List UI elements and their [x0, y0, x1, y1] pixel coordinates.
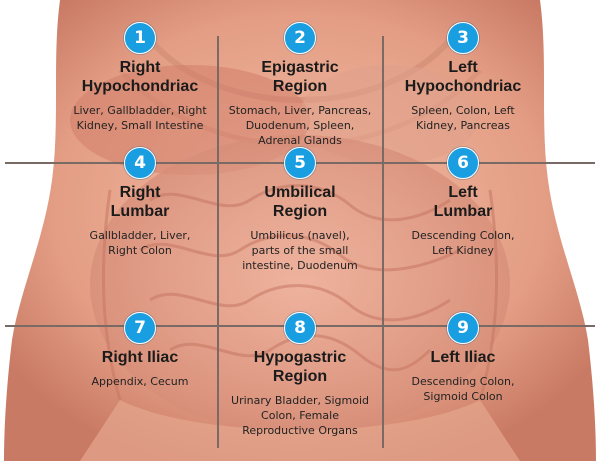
region-number-badge: 9: [447, 312, 479, 344]
region-right-hypochondriac: 1 Right Hypochondriac Liver, Gallbladder…: [45, 22, 235, 133]
region-organs: Stomach, Liver, Pancreas, Duodenum, Sple…: [228, 104, 372, 147]
region-epigastric: 2 Epigastric Region Stomach, Liver, Panc…: [205, 22, 395, 148]
region-number-badge: 3: [447, 22, 479, 54]
region-organs: Appendix, Cecum: [91, 375, 189, 388]
region-number-badge: 6: [447, 147, 479, 179]
region-name: Right Iliac: [101, 349, 179, 366]
region-left-hypochondriac: 3 Left Hypochondriac Spleen, Colon, Left…: [368, 22, 558, 133]
region-name: Left Hypochondriac: [404, 59, 522, 95]
region-organs: Spleen, Colon, Left Kidney, Pancreas: [411, 104, 515, 132]
region-name: Right Lumbar: [110, 184, 170, 220]
pelvis-shading: [80, 400, 520, 461]
region-organs: Umbilicus (navel), parts of the small in…: [242, 229, 358, 272]
region-name: Hypogastric Region: [253, 349, 347, 385]
region-organs: Liver, Gallbladder, Right Kidney, Small …: [73, 104, 207, 132]
region-name: Right Hypochondriac: [81, 59, 199, 95]
region-name: Left Lumbar: [433, 184, 493, 220]
region-number-badge: 4: [124, 147, 156, 179]
region-number-badge: 2: [284, 22, 316, 54]
region-left-lumbar: 6 Left Lumbar Descending Colon, Left Kid…: [368, 147, 558, 258]
region-name: Umbilical Region: [264, 184, 336, 220]
region-name: Epigastric Region: [261, 59, 339, 95]
region-hypogastric: 8 Hypogastric Region Urinary Bladder, Si…: [205, 312, 395, 438]
region-number-badge: 8: [284, 312, 316, 344]
right-vertical-line: [382, 36, 384, 448]
region-right-lumbar: 4 Right Lumbar Gallbladder, Liver, Right…: [45, 147, 235, 258]
region-number-badge: 5: [284, 147, 316, 179]
region-left-iliac: 9 Left Iliac Descending Colon, Sigmoid C…: [368, 312, 558, 404]
region-organs: Descending Colon, Left Kidney: [411, 229, 515, 257]
region-organs: Gallbladder, Liver, Right Colon: [89, 229, 191, 257]
intestine-coils: [101, 184, 499, 401]
region-umbilical: 5 Umbilical Region Umbilicus (navel), pa…: [205, 147, 395, 273]
region-number-badge: 7: [124, 312, 156, 344]
region-name: Left Iliac: [430, 349, 496, 366]
region-number-badge: 1: [124, 22, 156, 54]
region-right-iliac: 7 Right Iliac Appendix, Cecum: [45, 312, 235, 389]
region-organs: Urinary Bladder, Sigmoid Colon, Female R…: [231, 394, 369, 437]
left-vertical-line: [217, 36, 219, 448]
region-organs: Descending Colon, Sigmoid Colon: [411, 375, 515, 403]
